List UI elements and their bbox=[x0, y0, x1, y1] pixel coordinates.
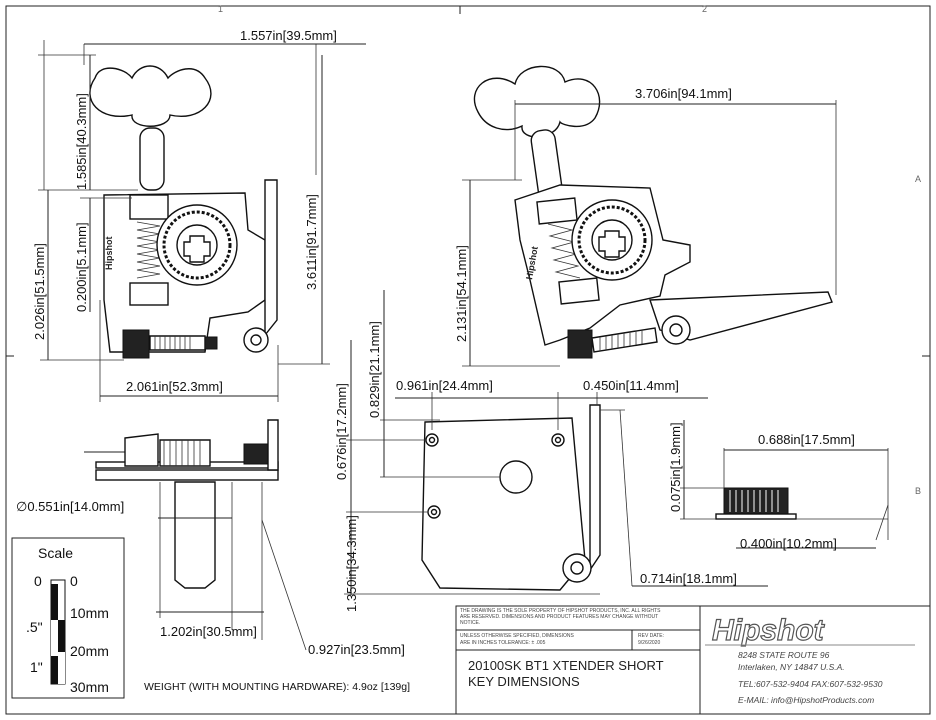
dim-total-height: 3.611in[91.7mm] bbox=[304, 194, 319, 290]
dim-plate-d4: 0.676in[17.2mm] bbox=[334, 383, 349, 480]
zone-label-top-1: 1 bbox=[218, 4, 223, 14]
dim-offset-small: 0.200in[5.1mm] bbox=[74, 222, 89, 312]
dim-width-top: 1.557in[39.5mm] bbox=[240, 28, 337, 43]
knob-detail-view: 0.688in[17.5mm] 0.075in[1.9mm] 0.400in[1… bbox=[668, 420, 889, 551]
scale-right-10: 10mm bbox=[70, 605, 109, 621]
zone-label-side-a: A bbox=[915, 174, 921, 184]
dim-knob-w2: 0.400in[10.2mm] bbox=[740, 536, 837, 551]
weight-note: WEIGHT (WITH MOUNTING HARDWARE): 4.9oz [… bbox=[144, 681, 410, 693]
scale-left-1: 1" bbox=[30, 659, 43, 675]
dim-plate-d2: 0.450in[11.4mm] bbox=[583, 378, 679, 393]
plate-view: 0.961in[24.4mm] 0.450in[11.4mm] 0.829in[… bbox=[334, 290, 768, 612]
isometric-view: Hipshot 3.706in[94.1mm] 2.131in[54.1mm] bbox=[454, 65, 837, 367]
mounting-plate bbox=[421, 417, 586, 591]
dim-plate-d5: 1.350in[34.3mm] bbox=[344, 515, 359, 612]
brand-logo: Hipshot bbox=[712, 614, 826, 647]
notice-line-3: NOTICE. bbox=[460, 620, 480, 626]
dim-plate-d3: 0.829in[21.1mm] bbox=[367, 321, 382, 418]
front-logo: Hipshot bbox=[104, 237, 114, 271]
scale-legend: Scale 0 .5" 1" 0 10mm 20mm 30mm bbox=[11, 537, 125, 699]
dim-iso-width: 3.706in[94.1mm] bbox=[635, 86, 732, 101]
scale-right-20: 20mm bbox=[70, 643, 109, 659]
dim-knob-height: 1.585in[40.3mm] bbox=[74, 93, 89, 190]
rev-label: REV DATE: bbox=[638, 633, 664, 639]
zone-label-side-b: B bbox=[915, 486, 921, 496]
side-view: ∅0.551in[14.0mm] 1.202in[30.5mm] 0.927in… bbox=[16, 419, 405, 657]
dim-plate-d6: 0.714in[18.1mm] bbox=[640, 571, 737, 586]
dim-diameter: ∅0.551in[14.0mm] bbox=[16, 499, 124, 514]
scale-title: Scale bbox=[38, 545, 73, 561]
iso-lever bbox=[649, 291, 833, 341]
post-hole bbox=[499, 460, 533, 494]
scale-left-half: .5" bbox=[26, 619, 43, 635]
spec-line-2: ARE IN INCHES TOLERANCE: ± .005 bbox=[460, 640, 546, 646]
knob-cap bbox=[723, 487, 789, 515]
drawing-title-line-2: KEY DIMENSIONS bbox=[468, 674, 580, 689]
scale-left-0: 0 bbox=[34, 573, 42, 589]
dim-width-bottom: 2.061in[52.3mm] bbox=[126, 379, 223, 394]
email: E-MAIL: info@HipshotProducts.com bbox=[738, 695, 874, 705]
notice-line-2: ARE RESERVED. DIMENSIONS AND PRODUCT FEA… bbox=[460, 614, 658, 620]
dim-plate-d1: 0.961in[24.4mm] bbox=[396, 378, 493, 393]
scale-right-0: 0 bbox=[70, 573, 78, 589]
address-line-1: 8248 STATE ROUTE 96 bbox=[738, 650, 830, 660]
address-line-2: Interlaken, NY 14847 U.S.A. bbox=[738, 662, 845, 672]
drawing-title-line-1: 20100SK BT1 XTENDER SHORT bbox=[468, 658, 664, 673]
tuner-key-knob bbox=[89, 65, 212, 127]
tuner-shaft bbox=[139, 127, 165, 191]
zone-label-top-2: 2 bbox=[702, 4, 707, 14]
dim-iso-height: 2.131in[54.1mm] bbox=[454, 245, 469, 342]
dim-post-width: 0.927in[23.5mm] bbox=[308, 642, 405, 657]
front-view: Hipshot 1.557in[39.5mm] 1.585in[40.3mm] … bbox=[32, 28, 366, 402]
iso-knob bbox=[473, 65, 601, 138]
dim-body-height: 2.026in[51.5mm] bbox=[32, 243, 47, 340]
dim-knob-w: 0.688in[17.5mm] bbox=[758, 432, 855, 447]
side-post bbox=[174, 481, 216, 589]
title-block: THE DRAWING IS THE SOLE PROPERTY OF HIPS… bbox=[455, 605, 931, 715]
front-lever bbox=[264, 179, 278, 337]
phone-fax: TEL:607-532-9404 FAX:607-532-9530 bbox=[738, 679, 883, 689]
dim-knob-h: 0.075in[1.9mm] bbox=[668, 422, 683, 512]
scale-right-30: 30mm bbox=[70, 679, 109, 695]
rev-date: 9/26/2020 bbox=[638, 640, 660, 646]
dim-post-height: 1.202in[30.5mm] bbox=[160, 624, 257, 639]
spec-line-1: UNLESS OTHERWISE SPECIFIED, DIMENSIONS bbox=[460, 633, 574, 639]
notice-line-1: THE DRAWING IS THE SOLE PROPERTY OF HIPS… bbox=[460, 608, 661, 614]
